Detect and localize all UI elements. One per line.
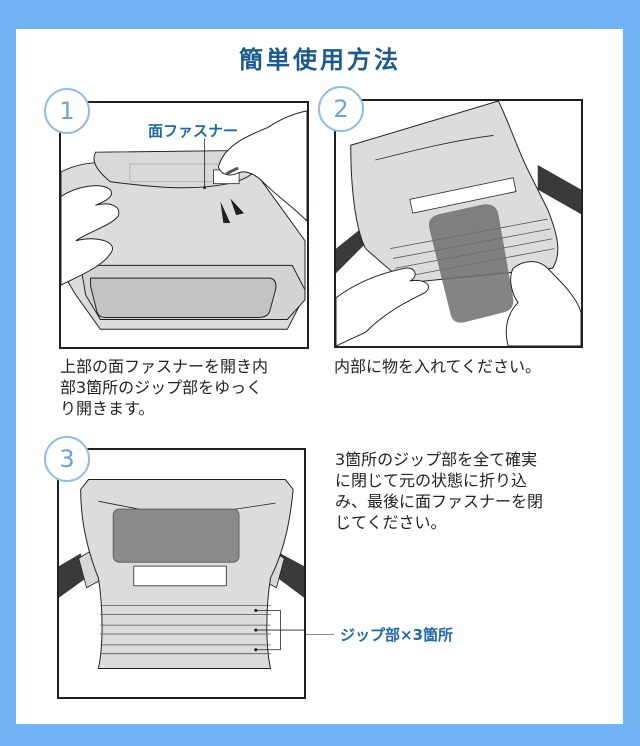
zipper-callout-leader-line	[306, 634, 334, 635]
step-2-number-badge: 2	[318, 86, 364, 132]
caption-line: 上部の面ファスナーを開き内	[60, 357, 269, 376]
caption-line: り開きます。	[60, 399, 155, 418]
caption-line: み、最後に面ファスナーを閉	[335, 492, 544, 511]
caption-line: じてください。	[335, 513, 447, 532]
step-3-number-badge: 3	[44, 436, 90, 482]
step-1-caption: 上部の面ファスナーを開き内 部3箇所のジップ部をゆっく り開きます。	[60, 356, 320, 419]
caption-line: 3箇所のジップ部を全て確実	[335, 450, 538, 469]
velcro-callout-label: 面ファスナー	[148, 122, 239, 140]
zipper-callout-label: ジップ部×3箇所	[340, 626, 454, 644]
step-2-illustration	[334, 99, 583, 348]
inserting-item-illustration	[336, 101, 581, 346]
page-title: 簡単使用方法	[239, 46, 401, 74]
step-3-illustration	[57, 448, 306, 699]
caption-line: に閉じて元の状態に折り込	[335, 471, 528, 490]
closed-pouch-zipper-illustration	[59, 479, 304, 669]
caption-line: 部3箇所のジップ部をゆっく	[60, 378, 263, 397]
pouch-opening-velcro-illustration	[61, 110, 307, 330]
caption-line: 内部に物を入れてください。	[334, 357, 542, 376]
step-1-number-badge: 1	[44, 88, 90, 134]
step-1-illustration	[59, 101, 309, 349]
step-3-caption: 3箇所のジップ部を全て確実 に閉じて元の状態に折り込 み、最後に面ファスナーを閉…	[335, 449, 605, 533]
step-2-caption: 内部に物を入れてください。	[334, 356, 604, 377]
